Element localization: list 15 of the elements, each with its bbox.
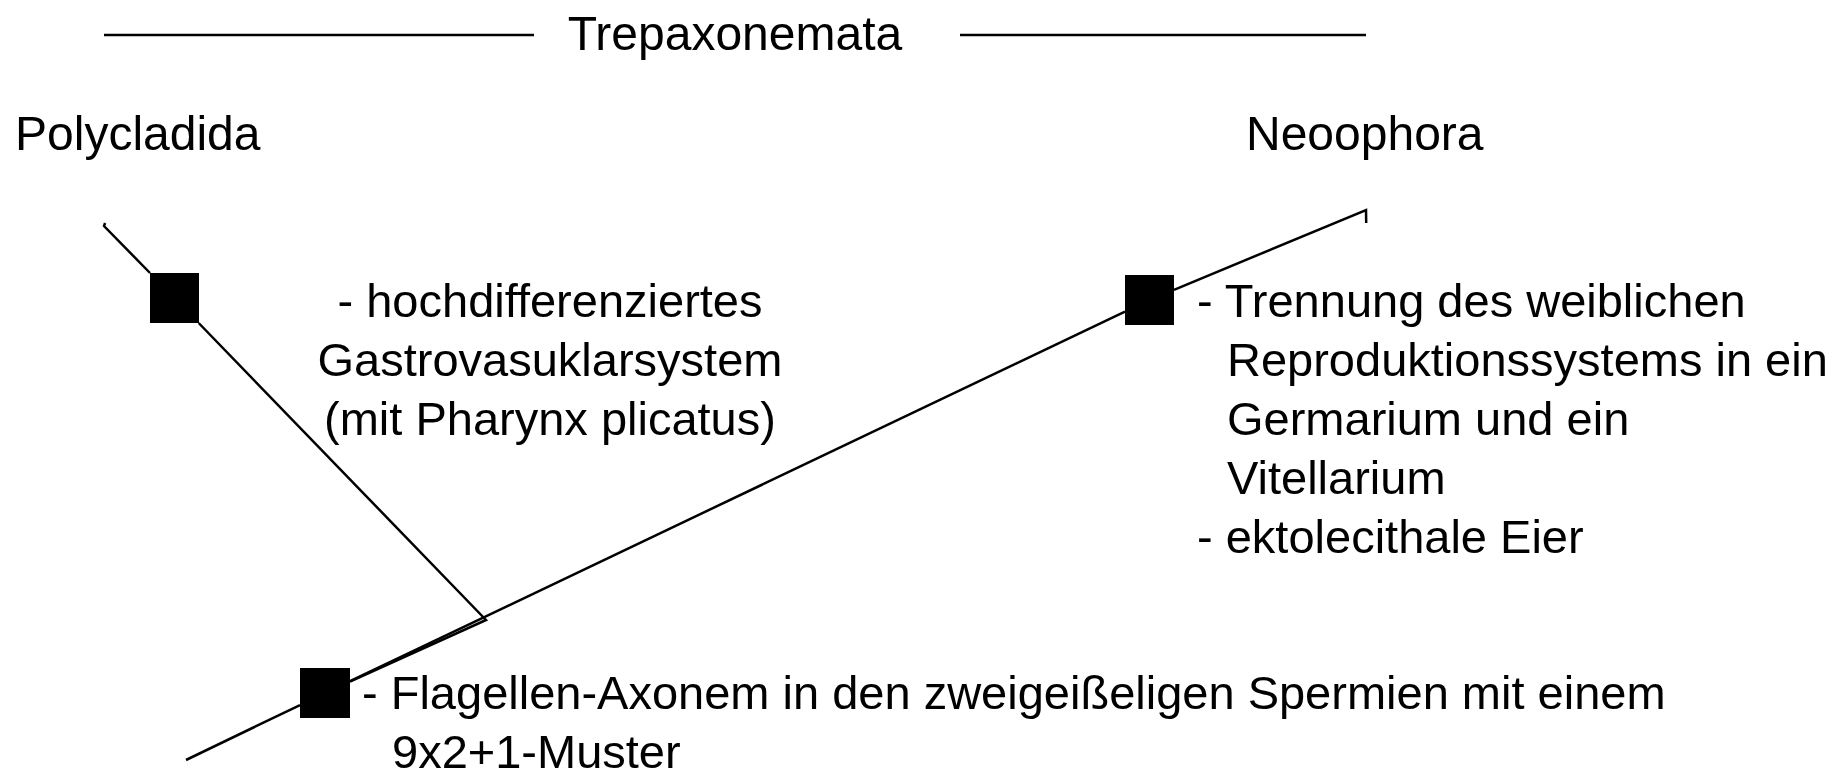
taxon-label: Neoophora bbox=[1246, 104, 1484, 163]
taxon-label: Polycladida bbox=[15, 104, 261, 163]
trait-text: - Flagellen-Axonem in den zweigeißeligen Spermien mit einem 9x2+1-Muster bbox=[362, 665, 1667, 770]
trait-text: - hochdifferenziertes Gastrovasuklarsystem (mit Pharynx plicatus) bbox=[316, 273, 784, 447]
branch-line bbox=[1173, 208, 1368, 291]
character-square bbox=[300, 668, 350, 718]
clade-label: Trepaxonemata bbox=[567, 7, 903, 60]
trait-text: - Trennung des weiblichen Reproduktionssystems in ein Germarium und ein Vitellarium bbox=[1197, 273, 1829, 506]
branch-line bbox=[102, 222, 151, 274]
branch-line bbox=[349, 310, 1126, 683]
character-square bbox=[150, 273, 199, 323]
branch-line bbox=[185, 703, 301, 762]
trait-text: - ektolecithale Eier bbox=[1197, 509, 1585, 565]
character-square bbox=[1125, 275, 1174, 325]
branch-line bbox=[197, 322, 489, 683]
